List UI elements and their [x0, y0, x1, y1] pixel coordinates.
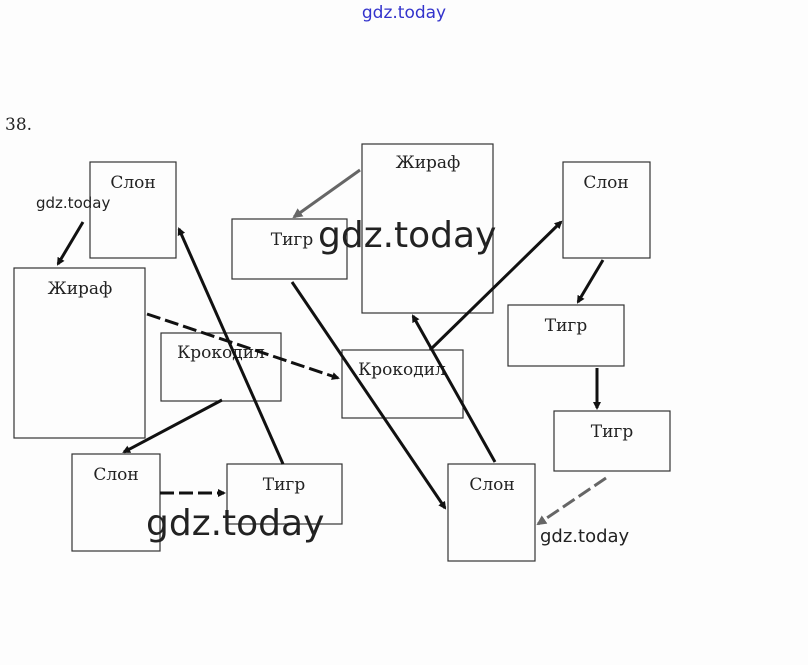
svg-text:Тигр: Тигр — [271, 230, 314, 250]
svg-text:Жираф: Жираф — [48, 279, 113, 299]
arrow — [56, 221, 85, 266]
watermark: gdz.today — [540, 526, 630, 547]
arrow — [146, 312, 340, 380]
node-slon-2: Слон — [71, 453, 161, 552]
svg-text:Крокодил: Крокодил — [177, 343, 265, 363]
svg-text:Слон: Слон — [110, 173, 155, 193]
node-slon-3: Слон — [447, 463, 536, 562]
watermark: gdz.today — [36, 194, 110, 212]
node-tigr-2: Тигр — [231, 218, 348, 280]
arrow — [411, 314, 497, 463]
node-krokodil-2: Крокодил — [341, 349, 464, 419]
node-zhiraf-2: Жираф — [361, 143, 494, 314]
svg-text:Слон: Слон — [583, 173, 628, 193]
node-zhiraf-1: Жираф — [13, 267, 146, 439]
node-slon-1: Слон — [89, 161, 177, 259]
arrow — [536, 476, 607, 526]
svg-text:Слон: Слон — [469, 475, 514, 495]
arrow — [290, 281, 447, 510]
header-watermark: gdz.today — [362, 3, 446, 23]
problem-number: 38. — [5, 115, 32, 135]
arrow — [122, 398, 223, 454]
node-tigr-4: Тигр — [553, 410, 671, 472]
node-slon-4: Слон — [562, 161, 651, 259]
node-tigr-1: Тигр — [226, 463, 343, 525]
svg-text:Крокодил: Крокодил — [358, 360, 446, 380]
arrow — [177, 227, 285, 465]
svg-text:Тигр: Тигр — [591, 422, 634, 442]
watermark: gdz.today — [146, 503, 324, 544]
svg-text:Жираф: Жираф — [396, 153, 461, 173]
svg-text:Тигр: Тигр — [545, 316, 588, 336]
arrow — [428, 220, 563, 352]
node-tigr-3: Тигр — [507, 304, 625, 367]
svg-text:Слон: Слон — [93, 465, 138, 485]
watermark: gdz.today — [318, 215, 496, 256]
arrow — [292, 168, 361, 219]
svg-text:Тигр: Тигр — [263, 475, 306, 495]
node-krokodil-1: Крокодил — [160, 332, 282, 402]
arrow — [576, 259, 605, 304]
